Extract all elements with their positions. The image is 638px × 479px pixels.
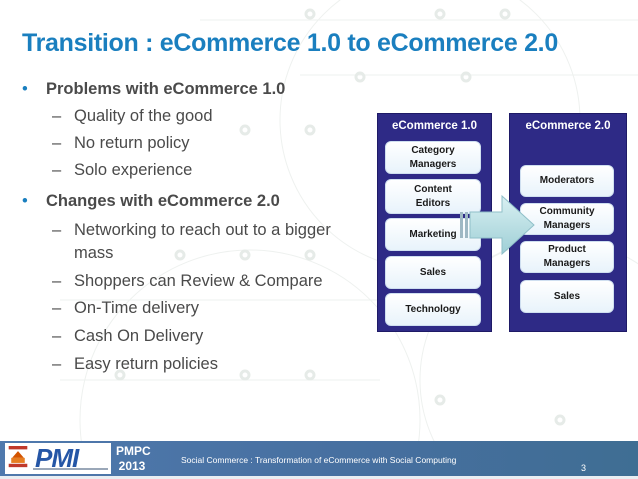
box-label: Editors <box>415 197 451 209</box>
page-number: 3 <box>581 463 587 473</box>
box-technology: Technology <box>385 293 481 326</box>
box-label: Marketing <box>409 228 457 240</box>
sub-bullet-text: mass <box>74 244 114 262</box>
box-label: Managers <box>543 220 591 231</box>
box-sales: Sales <box>385 256 481 289</box>
panel-title: eCommerce 2.0 <box>525 120 611 132</box>
dash-marker: – <box>52 272 62 290</box>
box-label: Moderators <box>539 175 595 186</box>
dash-marker: – <box>52 107 62 125</box>
bullet-marker: • <box>22 80 28 98</box>
box-moderators: Moderators <box>520 165 614 197</box>
sub-bullet-text: Cash On Delivery <box>74 327 204 345</box>
sub-bullet-text: On-Time delivery <box>74 299 199 317</box>
dash-marker: – <box>52 299 62 317</box>
box-label: Sales <box>553 290 581 302</box>
bullet-label: Problems with eCommerce 1.0 <box>46 80 286 98</box>
sub-bullet-text: Easy return policies <box>74 355 218 373</box>
panel-title: eCommerce 1.0 <box>391 120 478 132</box>
box-label: Technology <box>405 303 461 315</box>
logo-tagline <box>33 468 108 470</box>
footer-caption: Social Commerce : Transformation of eCom… <box>181 455 457 465</box>
dash-marker: – <box>52 355 62 373</box>
box-label: Sales <box>419 266 447 278</box>
dash-marker: – <box>52 221 62 239</box>
event-name: PMPC <box>116 444 151 458</box>
box-label: Category <box>411 144 455 156</box>
event-label: PMPC 2013 <box>116 444 151 474</box>
right-arrow-icon <box>460 194 535 256</box>
sub-bullet-text: Shoppers can Review & Compare <box>74 272 323 290</box>
bullet-marker: • <box>22 192 28 210</box>
sub-bullet-text: Networking to reach out to a bigger <box>74 221 331 239</box>
sub-bullet-text: Quality of the good <box>74 107 213 125</box>
box-label: Community <box>539 206 595 217</box>
dash-marker: – <box>52 161 62 179</box>
sub-bullet-text: Solo experience <box>74 161 193 179</box>
slide-title: Transition : eCommerce 1.0 to eCommerce … <box>22 29 558 57</box>
bullet-label: Changes with eCommerce 2.0 <box>46 192 280 210</box>
footer-strip <box>0 476 638 479</box>
sub-bullet-text: No return policy <box>74 134 190 152</box>
box-label: Product <box>548 244 586 255</box>
dash-marker: – <box>52 327 62 345</box>
box-label: Content <box>414 183 452 195</box>
event-year: 2013 <box>118 459 146 473</box>
temple-emblem-icon <box>8 446 28 468</box>
box-label: Managers <box>409 158 457 170</box>
pmi-logo: PMI <box>5 443 111 474</box>
dash-marker: – <box>52 134 62 152</box>
box-label: Managers <box>543 258 591 269</box>
box-sales-2: Sales <box>520 280 614 313</box>
